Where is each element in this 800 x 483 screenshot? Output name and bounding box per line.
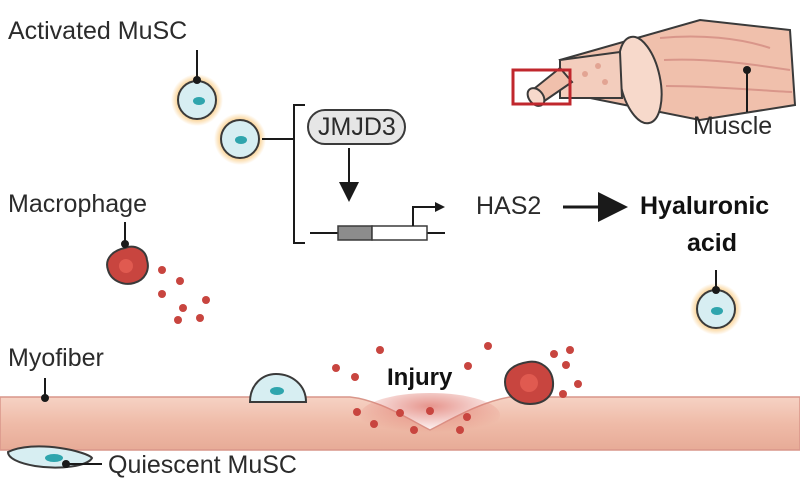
hyaluronic-acid-label-line2: acid (687, 229, 738, 257)
quiescent-musc-label: Quiescent MuSC (108, 451, 297, 479)
myofiber (0, 378, 800, 451)
highlight-box (511, 68, 572, 106)
quiescent-musc-cell (6, 445, 102, 469)
myofiber-label: Myofiber (8, 344, 104, 372)
activated-musc-cell-2 (214, 113, 266, 165)
activated-musc-cell-3 (690, 270, 742, 335)
bracket (262, 104, 305, 244)
muscle-label: Muscle (693, 112, 773, 140)
macrophage-icon (106, 222, 210, 324)
musc-on-fiber (248, 372, 308, 403)
injury-macrophage-icon (503, 360, 555, 406)
has2-label: HAS2 (476, 192, 542, 220)
injury-label: Injury (387, 364, 453, 391)
hyaluronic-acid-label-line1: Hyaluronic (640, 192, 770, 220)
activated-musc-cell-1 (171, 50, 223, 126)
injury-debris (332, 342, 582, 434)
jmjd3-label: JMJD3 (318, 113, 396, 141)
activated-musc-label: Activated MuSC (8, 17, 188, 45)
muscle-bundle-icon (511, 18, 797, 125)
macrophage-label: Macrophage (8, 190, 147, 218)
jmjd3-badge (307, 109, 406, 145)
gene-construct-icon (310, 202, 445, 241)
